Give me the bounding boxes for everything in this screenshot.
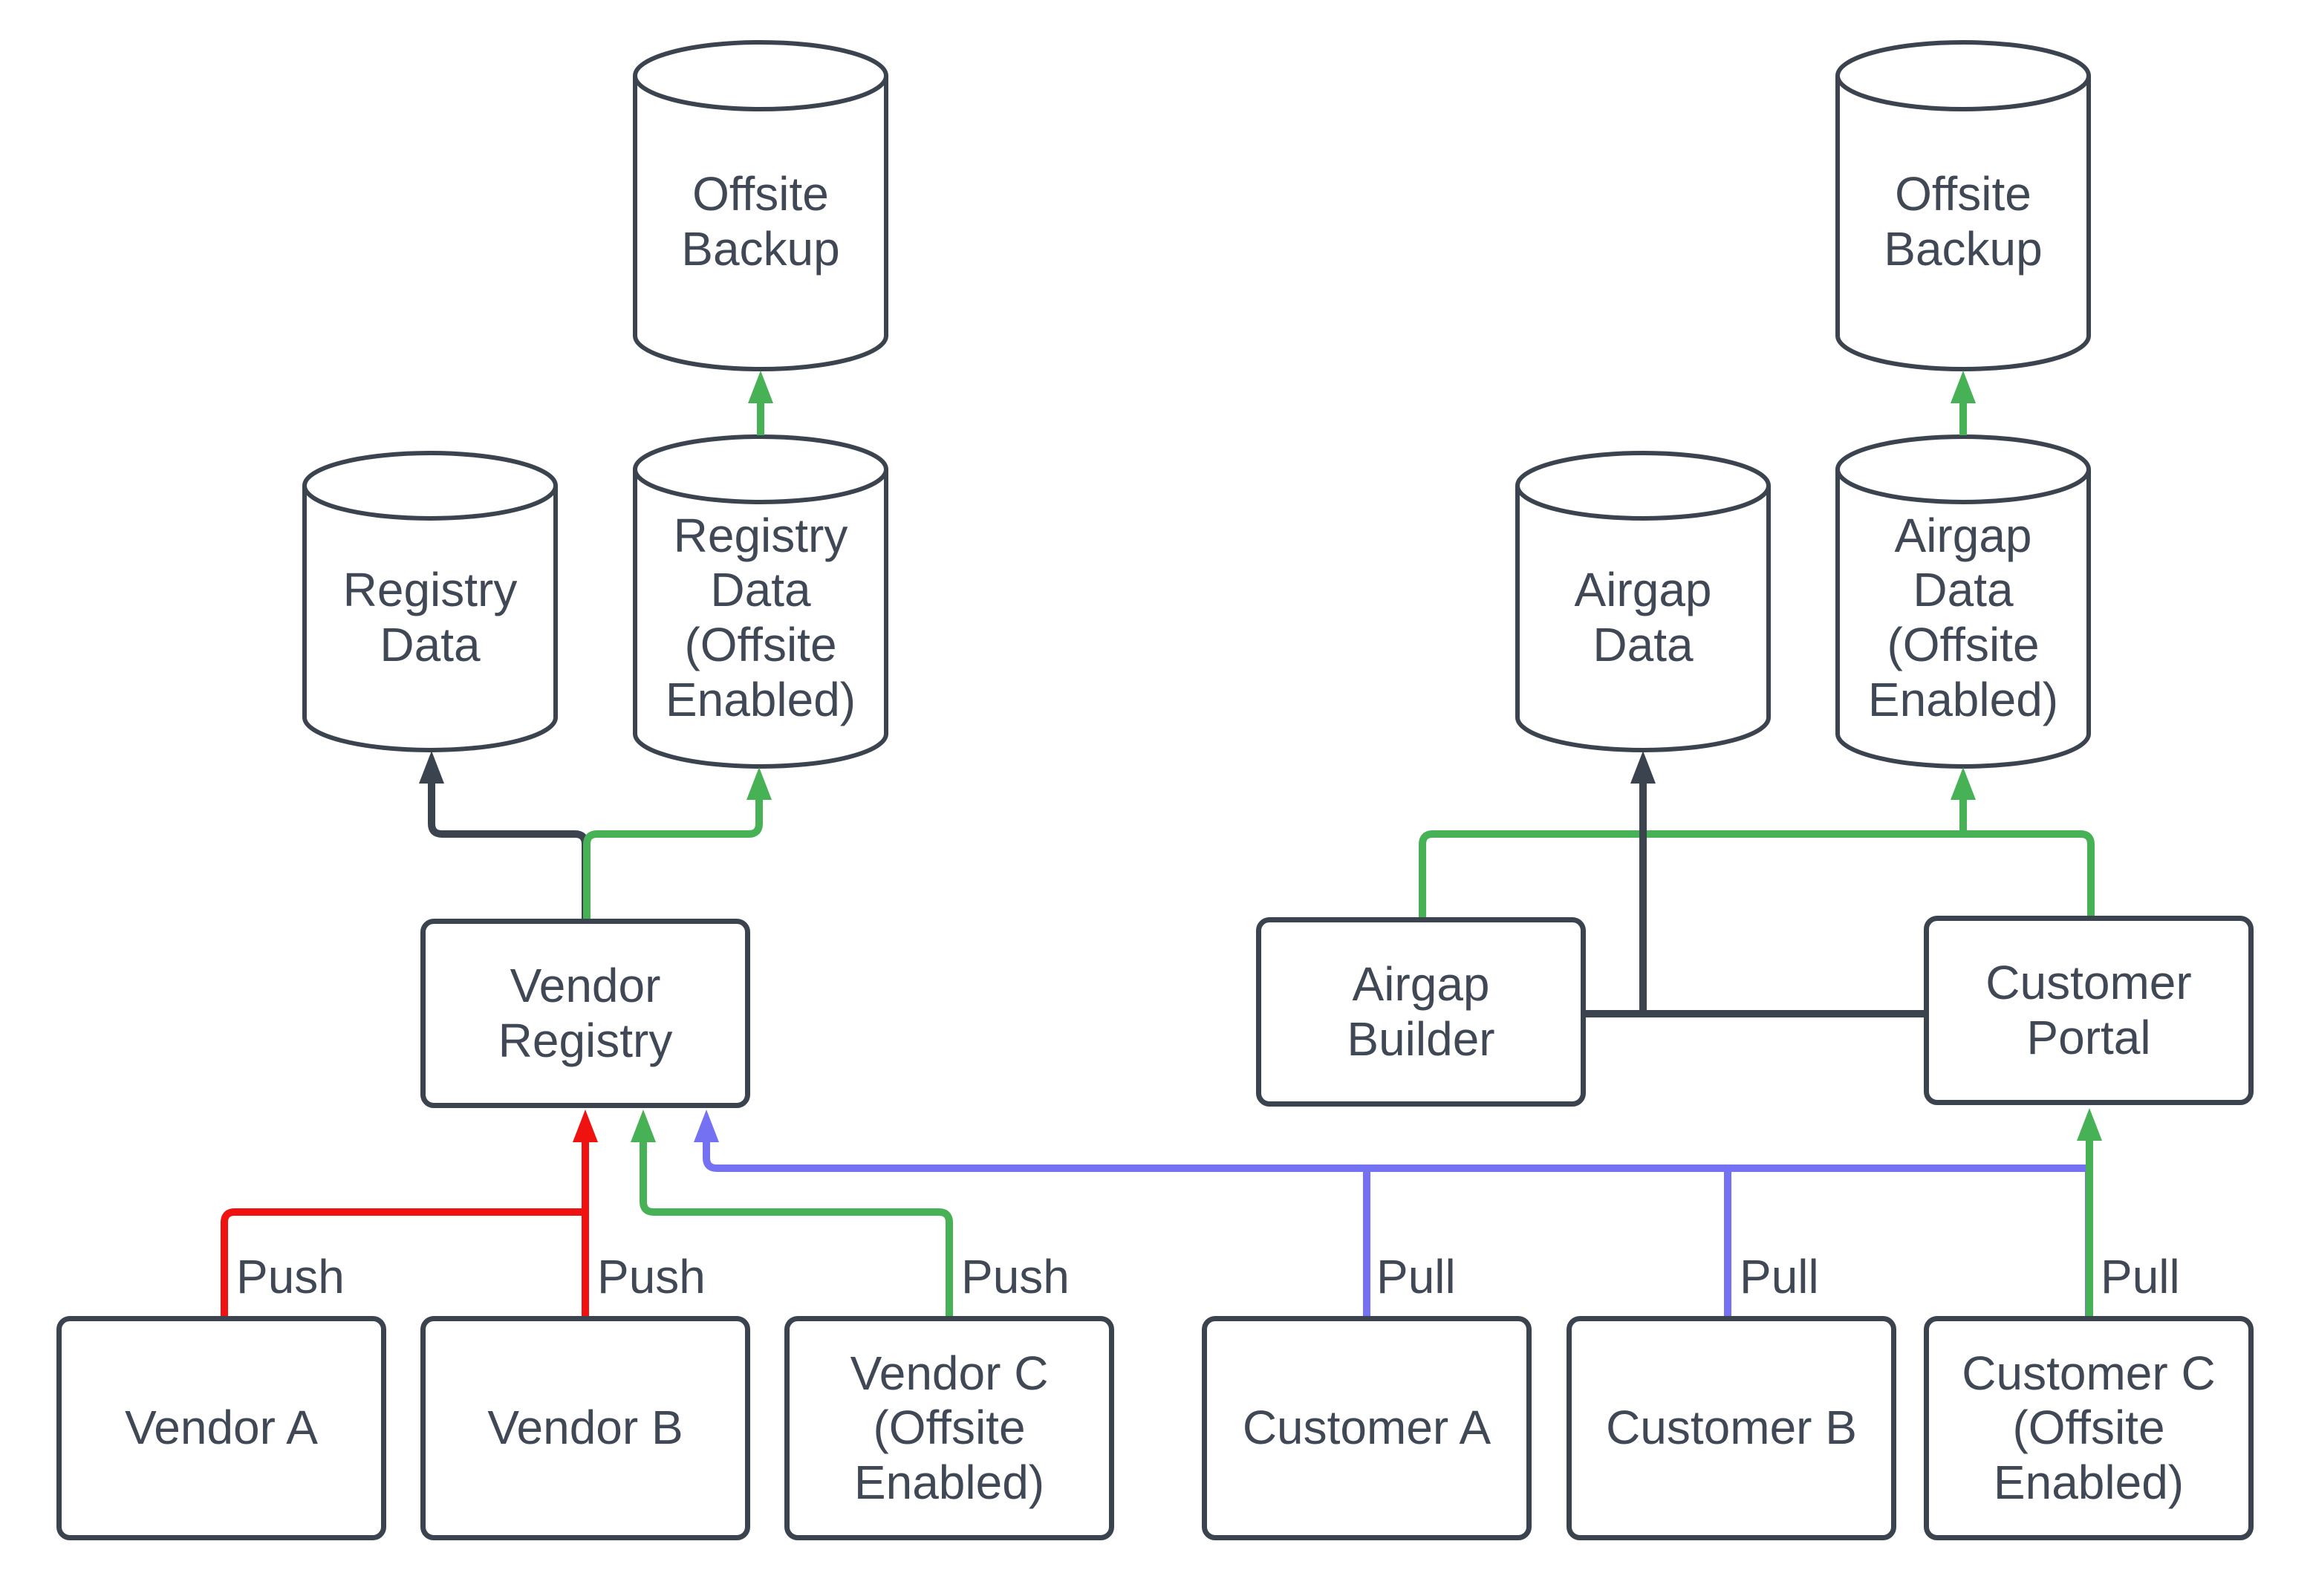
airgap-data-offsite-cylinder	[1835, 434, 2091, 769]
registry-data-label: Registry Data	[342, 563, 518, 671]
arrowhead-red-into-vendor-registry	[573, 1110, 598, 1142]
arrowhead-into-offsite-backup-left	[748, 371, 773, 403]
customer-b-node: Customer B	[1567, 1316, 1896, 1540]
push-label-vendor-c: Push	[961, 1250, 1070, 1303]
push-label-vendor-a: Push	[236, 1250, 345, 1303]
registry-data-offsite-cylinder	[633, 434, 888, 769]
airgap-builder-node: Airgap Builder	[1256, 917, 1586, 1107]
arrowhead-into-registry-data-offsite	[746, 767, 772, 800]
pull-label-customer-c: Pull	[2101, 1250, 2180, 1303]
registry-data-cylinder	[302, 451, 558, 752]
arrowhead-green-into-vendor-registry	[631, 1110, 656, 1142]
edge-vendor-registry-to-registry-data-offsite	[583, 800, 763, 919]
pull-label-customer-b: Pull	[1740, 1250, 1819, 1303]
vendor-a-node: Vendor A	[56, 1316, 386, 1540]
customer-portal-node: Customer Portal	[1924, 916, 2254, 1105]
airgap-data-label: Airgap Data	[1574, 563, 1712, 671]
arrowhead-into-airgap-data	[1630, 751, 1656, 784]
arrowhead-into-offsite-backup-right	[1951, 371, 1976, 403]
edge-vendor-c-push	[640, 1142, 953, 1316]
customer-a-node: Customer A	[1202, 1316, 1532, 1540]
offsite-backup-right-label: Offsite Backup	[1884, 167, 2043, 276]
vendor-c-node: Vendor C (Offsite Enabled)	[784, 1316, 1114, 1540]
arrowhead-into-airgap-data-offsite	[1951, 767, 1976, 800]
push-label-vendor-b: Push	[597, 1250, 706, 1303]
arrowhead-blue-into-vendor-registry	[694, 1110, 719, 1142]
registry-data-offsite-label: Registry Data (Offsite Enabled)	[665, 508, 856, 726]
arrowhead-into-registry-data	[419, 751, 444, 784]
edge-builder-portal-to-airgap-data-offsite	[1419, 830, 2095, 917]
offsite-backup-left-label: Offsite Backup	[681, 167, 840, 276]
edge-vendor-registry-to-registry-data	[428, 784, 589, 919]
arrowhead-green-into-customer-portal	[2077, 1108, 2102, 1141]
offsite-backup-right-cylinder	[1835, 40, 2091, 371]
airgap-data-offsite-label: Airgap Data (Offsite Enabled)	[1867, 508, 2059, 726]
pull-label-customer-a: Pull	[1376, 1250, 1456, 1303]
customer-c-node: Customer C (Offsite Enabled)	[1924, 1316, 2254, 1540]
offsite-backup-left-cylinder	[633, 40, 888, 371]
vendor-b-node: Vendor B	[420, 1316, 750, 1540]
airgap-data-cylinder	[1515, 451, 1771, 752]
edge-vendor-a-push	[221, 1208, 585, 1316]
vendor-registry-node: Vendor Registry	[420, 919, 750, 1108]
edge-customers-pull-vendor-registry	[703, 1142, 2089, 1172]
